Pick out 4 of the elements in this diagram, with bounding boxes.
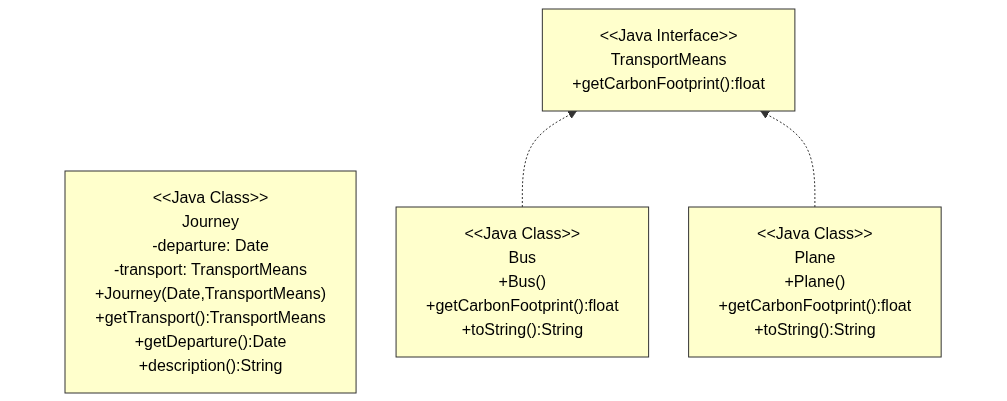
node-box: <<Java Interface>> TransportMeans +getCarbonFootprint():float bbox=[542, 8, 796, 111]
node-box: <<Java Class>> Plane +Plane() +getCarbonFootprint():float +toString():String bbox=[688, 206, 943, 357]
node-box: <<Java Class>> Bus +Bus() +getCarbonFootprint():float +toString():String bbox=[396, 206, 650, 357]
node-box: <<Java Class>> Journey -departure: Date -transport: TransportMeans +Journey(Date,TransportMeans) +getTransport():TransportMeans +getDeparture():Date +description():String bbox=[64, 170, 357, 393]
